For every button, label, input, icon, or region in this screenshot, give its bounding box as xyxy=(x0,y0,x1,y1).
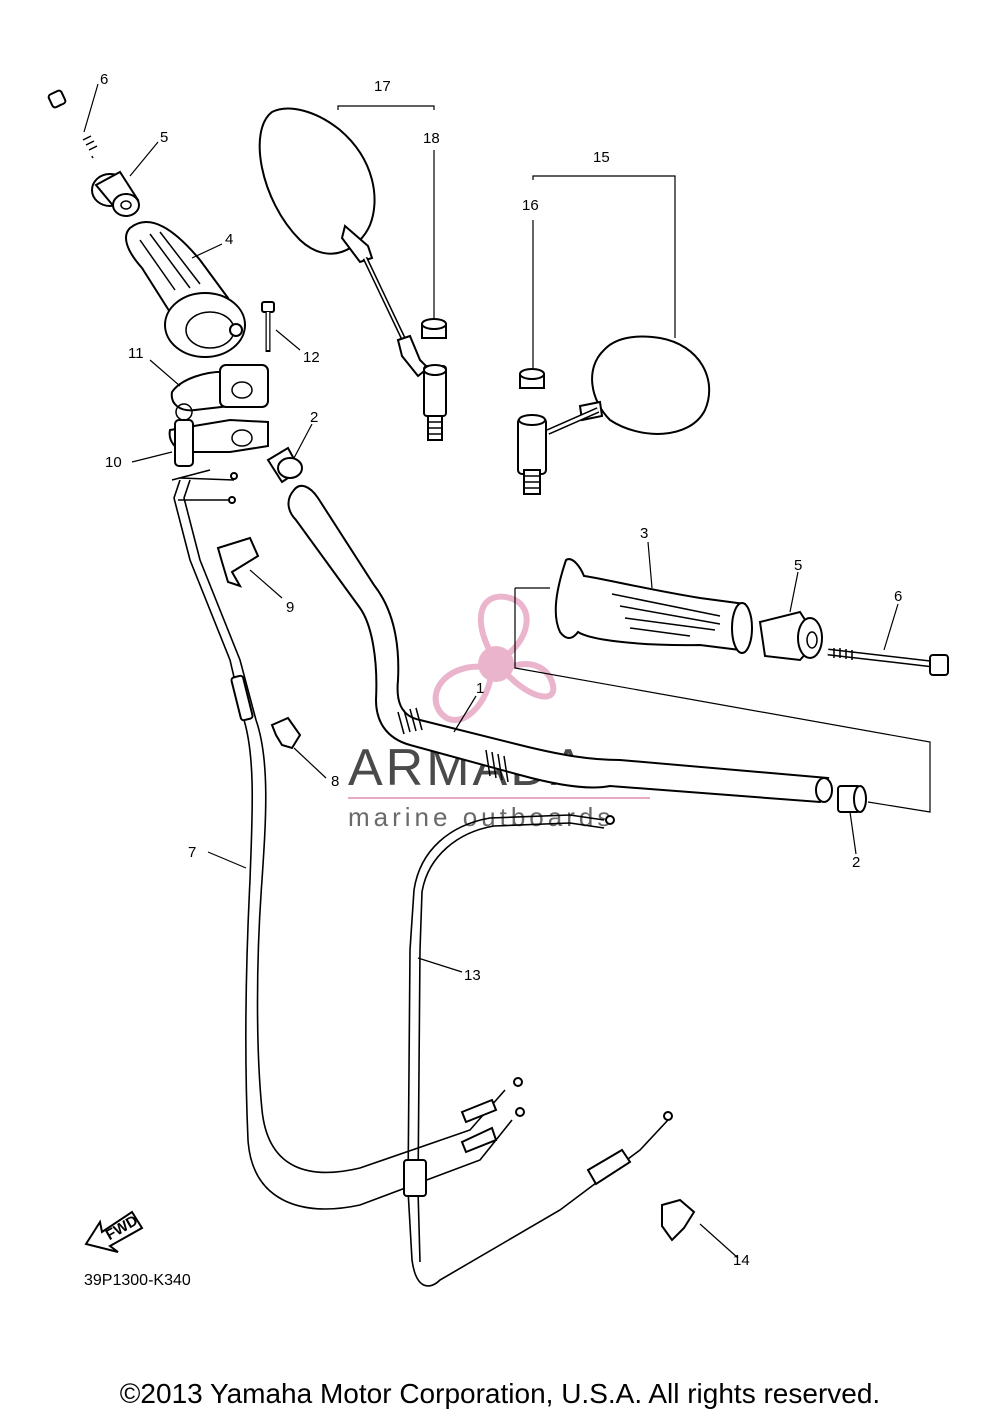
label-10: 10 xyxy=(105,454,122,471)
label-7: 7 xyxy=(188,844,196,861)
cable-clamp-8 xyxy=(270,716,302,750)
bolt-6-right xyxy=(827,648,949,676)
label-14: 14 xyxy=(733,1252,750,1269)
handlebar-1 xyxy=(287,484,833,804)
throttle-housing-10-11 xyxy=(168,364,270,467)
clutch-cable-13 xyxy=(403,814,673,1287)
leader-lines xyxy=(83,83,899,1259)
bar-end-weight-5-left xyxy=(91,170,140,217)
diagram-code: 39P1300-K340 xyxy=(84,1272,191,1289)
label-16: 16 xyxy=(522,197,539,214)
label-5-left: 5 xyxy=(160,129,168,146)
label-6-right: 6 xyxy=(894,588,902,605)
label-1: 1 xyxy=(476,680,484,697)
label-18: 18 xyxy=(423,130,440,147)
throttle-cable-7 xyxy=(171,469,525,1210)
label-13: 13 xyxy=(464,967,481,984)
bushing-2-upper xyxy=(266,446,303,484)
cap-18 xyxy=(421,318,447,339)
bushing-2-right xyxy=(837,785,867,813)
cable-clamp-14 xyxy=(661,1198,696,1242)
mirror-15-right xyxy=(517,335,711,495)
label-2-upper: 2 xyxy=(310,409,318,426)
cable-clamp-9 xyxy=(216,536,260,588)
label-11: 11 xyxy=(128,345,144,362)
label-17: 17 xyxy=(374,78,391,95)
label-2-right: 2 xyxy=(852,854,860,871)
callout-labels: 6 5 4 12 11 10 2 9 8 7 1 13 14 17 18 15 … xyxy=(100,71,902,1269)
label-4: 4 xyxy=(225,231,233,248)
label-3: 3 xyxy=(640,525,648,542)
label-5-right: 5 xyxy=(794,557,802,574)
mirror-17-left xyxy=(258,107,447,441)
label-12: 12 xyxy=(303,349,320,366)
bar-end-weight-5-right xyxy=(758,610,823,662)
label-9: 9 xyxy=(286,599,294,616)
watermark-sub: marine outboards xyxy=(348,802,614,832)
armada-watermark: ARMADA marine outboards xyxy=(348,593,650,832)
screw-12 xyxy=(261,301,275,352)
copyright-footer: ©2013 Yamaha Motor Corporation, U.S.A. A… xyxy=(119,1378,881,1409)
cap-16 xyxy=(519,368,545,389)
armada-propeller-logo xyxy=(432,593,557,723)
label-8: 8 xyxy=(331,773,339,790)
grip-3-right xyxy=(554,558,753,654)
label-6-left: 6 xyxy=(100,71,108,88)
bolt-6-left xyxy=(47,89,98,159)
throttle-grip-4 xyxy=(125,221,246,358)
fwd-arrow-icon: FWD xyxy=(84,1210,144,1253)
label-15: 15 xyxy=(593,149,610,166)
